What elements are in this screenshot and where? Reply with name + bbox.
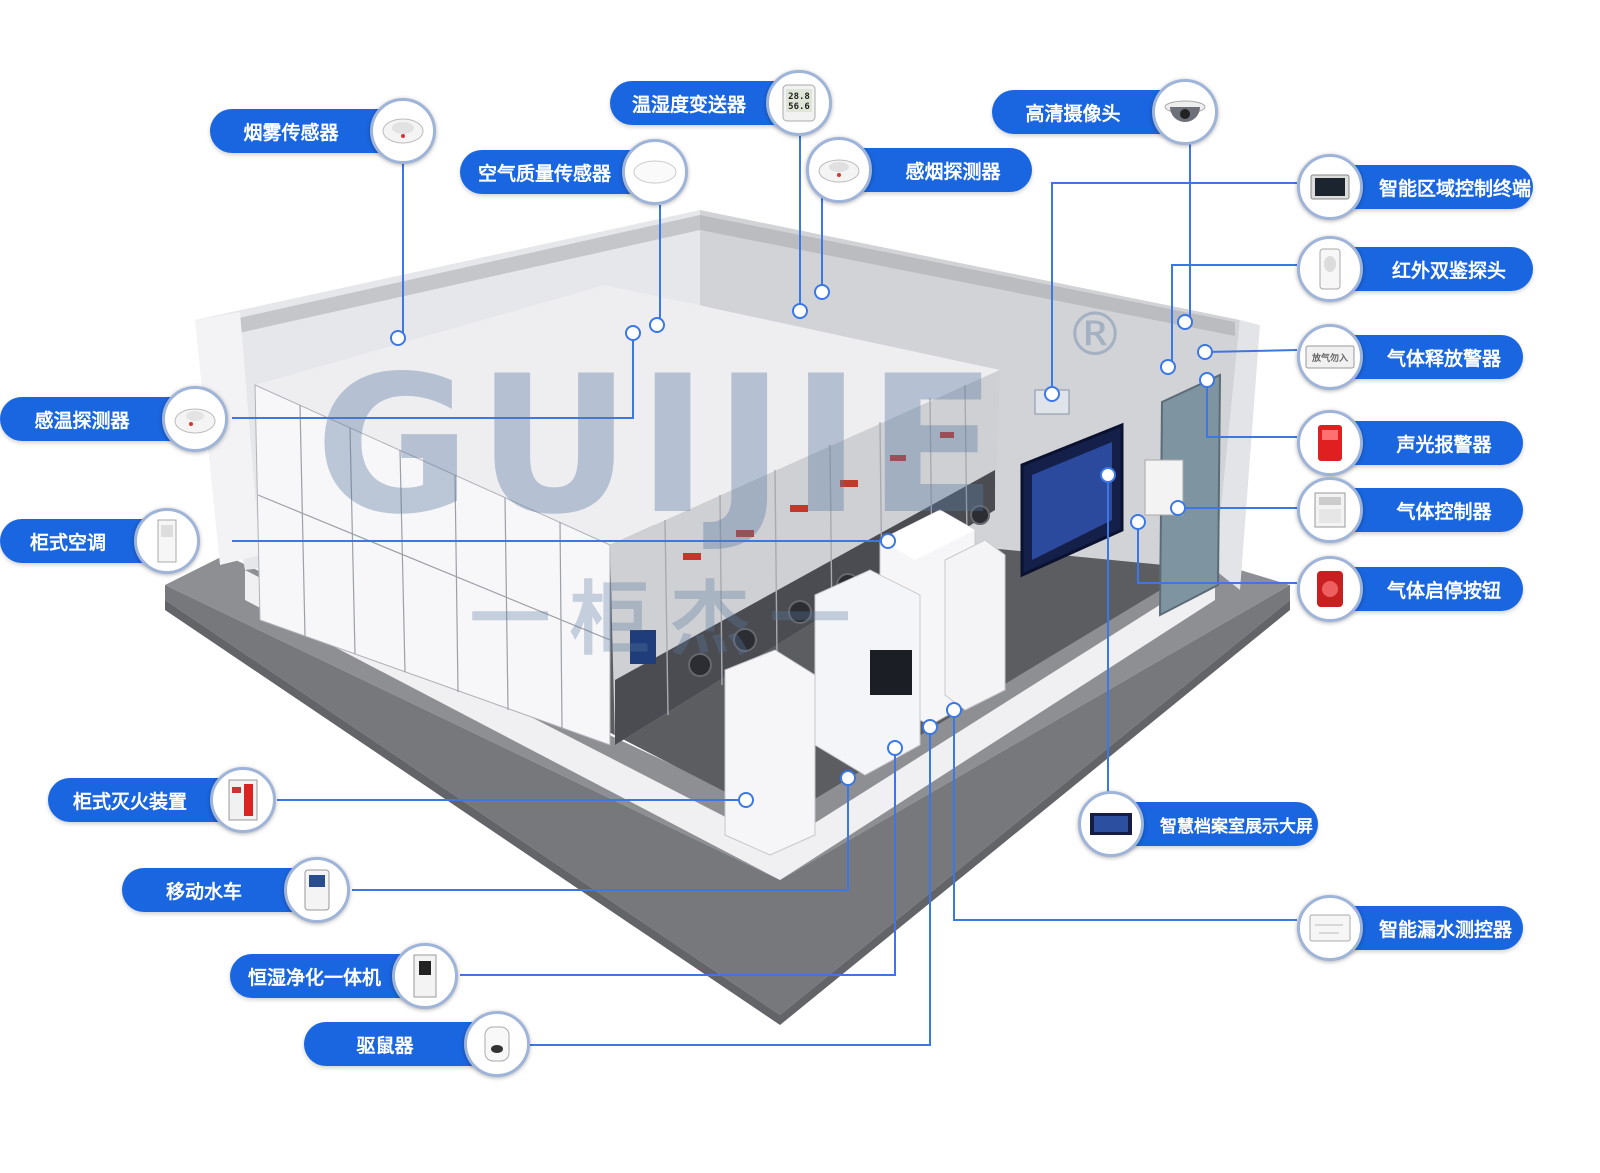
- smoke-detector-icon: [806, 137, 872, 203]
- label-infrared-detector: 红外双鉴探头: [1297, 236, 1533, 302]
- gas-release-sign-icon: 放气勿入: [1297, 324, 1363, 390]
- label-smoke-sensor: 烟雾传感器: [210, 98, 436, 164]
- label-gas-release-alarm: 放气勿入 气体释放警器: [1297, 324, 1523, 390]
- watermark-logo: GUIJIE: [315, 335, 1004, 556]
- air-quality-sensor-icon: [622, 139, 688, 205]
- label-sound-light-alarm: 声光报警器: [1297, 410, 1523, 476]
- label-cabinet-fire-suppression: 柜式灭火装置: [48, 767, 276, 833]
- thermometer-bottom-reading: 56.6: [788, 102, 810, 112]
- label-smoke-detector: 感烟探测器: [806, 137, 1032, 203]
- label-rodent-repeller: 驱鼠器: [304, 1011, 530, 1077]
- start-stop-button-icon: [1297, 556, 1363, 622]
- label-display-screen: 智慧档案室展示大屏: [1078, 791, 1318, 857]
- label-cabinet-ac: 柜式空调: [0, 508, 200, 574]
- sound-light-alarm-icon: [1297, 410, 1363, 476]
- smoke-sensor-icon: [370, 98, 436, 164]
- gas-release-sign-text: 放气勿入: [1311, 352, 1348, 364]
- label-gas-controller: 气体控制器: [1297, 477, 1523, 543]
- label-hd-camera: 高清摄像头: [992, 79, 1218, 145]
- label-air-quality-sensor: 空气质量传感器: [460, 139, 688, 205]
- fire-cabinet-icon: [210, 767, 276, 833]
- label-heat-detector: 感温探测器: [0, 386, 228, 452]
- watermark-subtitle: 一柜杰一: [470, 573, 870, 666]
- label-water-leak-controller: 智能漏水测控器: [1297, 895, 1523, 961]
- water-leak-controller-icon: [1297, 895, 1363, 961]
- watermark-registered: ®: [1065, 300, 1125, 370]
- gas-controller-icon: [1297, 477, 1363, 543]
- rodent-repeller-icon: [464, 1011, 530, 1077]
- display-screen-icon: [1078, 791, 1144, 857]
- infrared-detector-icon: [1297, 236, 1363, 302]
- thermometer-top-reading: 28.8: [788, 92, 810, 102]
- cabinet-top: [255, 285, 1000, 545]
- camera-icon: [1152, 79, 1218, 145]
- label-gas-start-stop: 气体启停按钮: [1297, 556, 1523, 622]
- heat-detector-icon: [162, 386, 228, 452]
- label-humidity-purifier: 恒湿净化一体机: [230, 943, 458, 1009]
- label-smart-zone-terminal: 智能区域控制终端: [1297, 154, 1533, 220]
- label-temp-humidity-transmitter: 温湿度变送器 28.8 56.6: [610, 70, 832, 136]
- fire-cabinet: [724, 649, 816, 856]
- water-cart-icon: [284, 857, 350, 923]
- thermohygrometer-icon: 28.8 56.6: [766, 70, 832, 136]
- purifier-icon: [392, 943, 458, 1009]
- label-mobile-water-cart: 移动水车: [122, 857, 350, 923]
- ac-unit-icon: [134, 508, 200, 574]
- control-terminal-icon: [1297, 154, 1363, 220]
